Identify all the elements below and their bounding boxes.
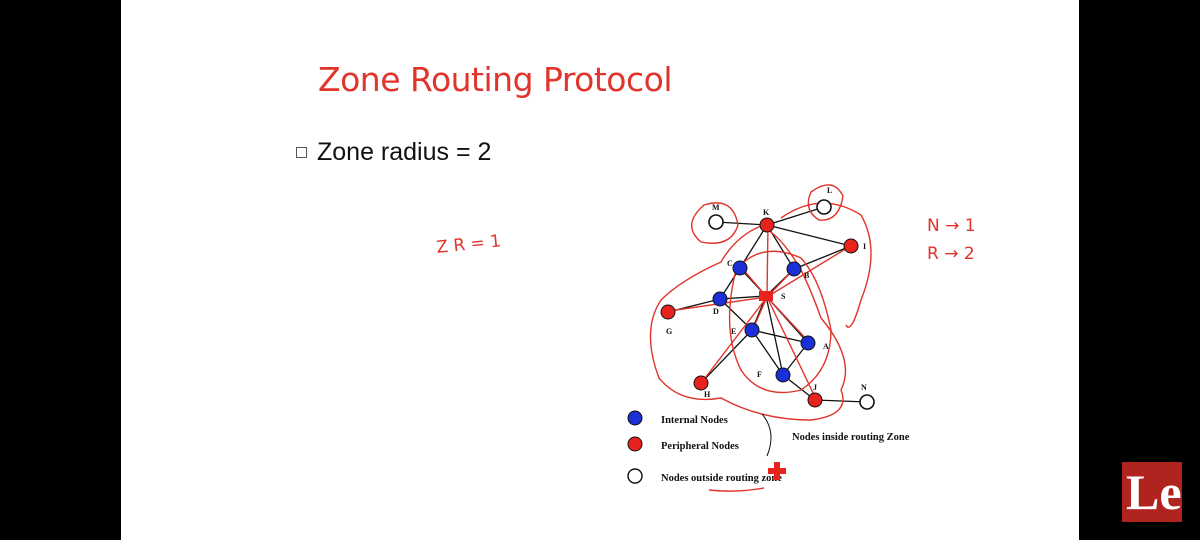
edge-E-F <box>751 329 784 376</box>
node-label-C: C <box>727 259 733 268</box>
annotation-zone-radius: Z R = 1 <box>435 231 501 258</box>
legend: Internal Nodes Peripheral Nodes Nodes ou… <box>627 410 910 492</box>
node-S <box>759 291 773 301</box>
bullet-text: Zone radius = 2 <box>317 138 492 166</box>
zone-loop-0 <box>691 202 739 244</box>
node-label-H: H <box>704 390 711 399</box>
zone-mark-S-A <box>766 296 810 343</box>
node-label-I: I <box>863 242 866 251</box>
red-plus-icon <box>768 462 786 480</box>
legend-internal-label: Internal Nodes <box>661 415 728 426</box>
node-label-K: K <box>763 208 770 217</box>
bullet-item: Zone radius = 2 <box>296 138 491 167</box>
edge-K-L <box>766 206 825 226</box>
node-I <box>843 238 859 254</box>
zone-mark-S-K <box>766 223 769 298</box>
node-G <box>660 304 676 320</box>
edge-E-A <box>751 329 809 344</box>
annotation-r: R → 2 <box>927 244 975 264</box>
legend-outside-swatch <box>627 468 643 484</box>
legend-internal-swatch <box>627 410 643 426</box>
node-A <box>800 335 816 351</box>
node-F <box>775 367 791 383</box>
handwritten-zone-marks <box>649 184 872 421</box>
edge-K-I <box>766 224 852 247</box>
node-label-E: E <box>731 327 736 336</box>
node-L <box>816 199 832 215</box>
node-H <box>693 375 709 391</box>
edge-M-K <box>715 221 768 226</box>
node-D <box>712 291 728 307</box>
legend-peripheral-swatch <box>627 436 643 452</box>
edge-J-N <box>814 399 868 403</box>
node-label-M: M <box>712 203 720 212</box>
zone-mark-S-H <box>701 296 768 383</box>
zone-routing-diagram: M K L I C B S D G E A H F J N Internal Nodes Periphera… <box>435 184 976 492</box>
annotation-n: N → 1 <box>927 216 976 236</box>
node-label-G: G <box>666 327 672 336</box>
bullet-square-icon <box>296 147 307 158</box>
diagram-nodes <box>660 199 875 410</box>
legend-outside-label: Nodes outside routing zone <box>661 473 782 484</box>
edge-E-H <box>700 329 753 384</box>
legend-brace <box>761 413 772 457</box>
zone-loop-1 <box>807 184 844 221</box>
node-K <box>759 217 775 233</box>
zone-mark-S-I <box>766 244 853 298</box>
edge-B-I <box>793 245 852 270</box>
node-B <box>786 261 802 277</box>
node-label-J: J <box>813 383 817 392</box>
slide: Zone Routing Protocol Zone radius = 2 M K… <box>121 0 1079 540</box>
channel-logo: Le <box>1122 462 1182 522</box>
zone-loop-2 <box>649 225 847 421</box>
slide-title: Zone Routing Protocol <box>318 60 673 99</box>
node-M <box>708 214 724 230</box>
diagram-labels: M K L I C B S D G E A H F J N <box>666 186 867 399</box>
zone-mark-S-J <box>766 296 817 400</box>
node-E <box>744 322 760 338</box>
node-label-L: L <box>827 186 832 195</box>
handwritten-underline <box>708 487 765 492</box>
node-J <box>807 392 823 408</box>
legend-group-label: Nodes inside routing Zone <box>792 432 910 443</box>
legend-peripheral-label: Peripheral Nodes <box>661 441 739 452</box>
node-label-F: F <box>757 370 762 379</box>
zone-loop-3 <box>728 250 832 394</box>
node-label-B: B <box>804 271 810 280</box>
node-label-D: D <box>713 307 719 316</box>
node-label-N: N <box>861 383 867 392</box>
node-C <box>732 260 748 276</box>
node-N <box>859 394 875 410</box>
node-label-S: S <box>781 292 786 301</box>
edge-S-D <box>719 295 767 300</box>
node-label-A: A <box>823 342 829 351</box>
